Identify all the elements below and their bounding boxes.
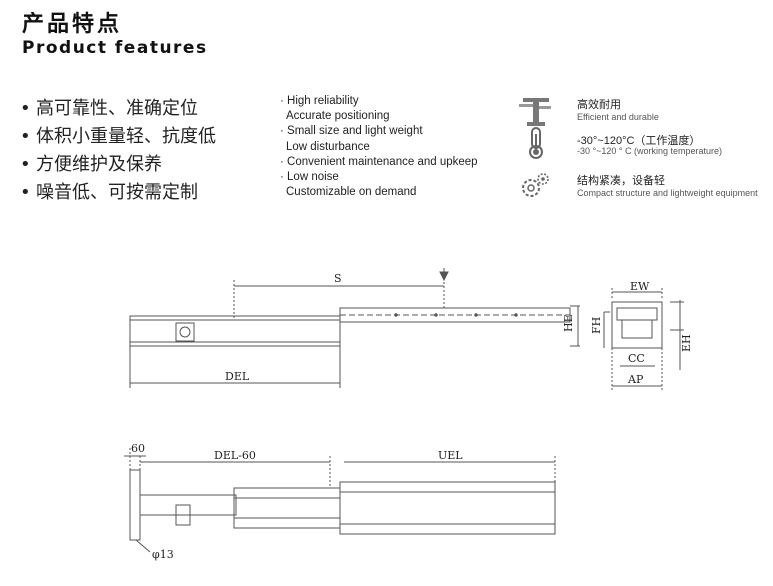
- spec-label-cn: 结构紧凑，设备轻: [577, 175, 665, 187]
- page-title-cn: 产品特点: [22, 12, 123, 37]
- dim-label-s: S: [334, 272, 342, 285]
- dim-label-fh: FH: [590, 317, 603, 334]
- dim-label-he: HE: [562, 314, 575, 332]
- features-list-en: · High reliability Accurate positioning …: [280, 94, 478, 200]
- feature-item-en: · Small size and light weight: [280, 125, 423, 138]
- features-list-cn: •高可靠性、准确定位 •体积小重量轻、抗度低 •方便维护及保养 •噪音低、可按需…: [20, 95, 216, 207]
- bracket: [139, 494, 237, 516]
- motor-flange: [175, 322, 195, 342]
- feature-item-cn: •噪音低、可按需定制: [20, 182, 198, 203]
- feature-item-en: · Low noise: [280, 171, 339, 184]
- end-plate: [129, 469, 141, 541]
- feature-item-cn: •方便维护及保养: [20, 154, 162, 175]
- dim-label-ew: EW: [630, 280, 650, 293]
- feature-item-en: · Convenient maintenance and upkeep: [280, 155, 478, 168]
- dim-label-cc: CC: [628, 352, 645, 365]
- profile-icon: [519, 98, 551, 126]
- dim-label-eh: EH: [680, 334, 693, 352]
- feature-item-en: Low disturbance: [286, 140, 370, 153]
- dim-label-60: 60: [131, 442, 145, 455]
- gear-icon: [522, 173, 549, 197]
- body-bottom: [233, 487, 341, 529]
- spec-label-en: Efficient and durable: [577, 112, 659, 122]
- dim-label-del-60: DEL-60: [214, 449, 256, 462]
- dim-label-ap: AP: [627, 373, 644, 386]
- page-title-en: Product features: [22, 38, 208, 58]
- thermometer-icon: [529, 127, 543, 159]
- feature-item-cn: •高可靠性、准确定位: [20, 98, 198, 119]
- dim-label-del: DEL: [225, 370, 250, 383]
- spec-label-cn: -30°~120°C（工作温度）: [577, 135, 701, 147]
- spec-label-en: -30 °~120 ° C (working temperature): [577, 146, 723, 156]
- dim-label-phi13: φ13: [152, 548, 174, 561]
- spec-label-cn: 高效耐用: [577, 99, 621, 111]
- feature-item-en: Accurate positioning: [286, 110, 390, 123]
- slider-rod: [339, 307, 571, 323]
- dim-label-uel: UEL: [438, 449, 463, 462]
- cross-section: [611, 301, 663, 349]
- feature-item-en: · High reliability: [280, 95, 359, 107]
- spec-label-en: Compact structure and lightweight equipm…: [577, 188, 758, 198]
- feature-item-en: Customizable on demand: [286, 186, 417, 199]
- slider-bottom: [339, 481, 556, 535]
- actuator-body: [129, 315, 341, 347]
- feature-item-cn: •体积小重量轻、抗度低: [20, 126, 216, 147]
